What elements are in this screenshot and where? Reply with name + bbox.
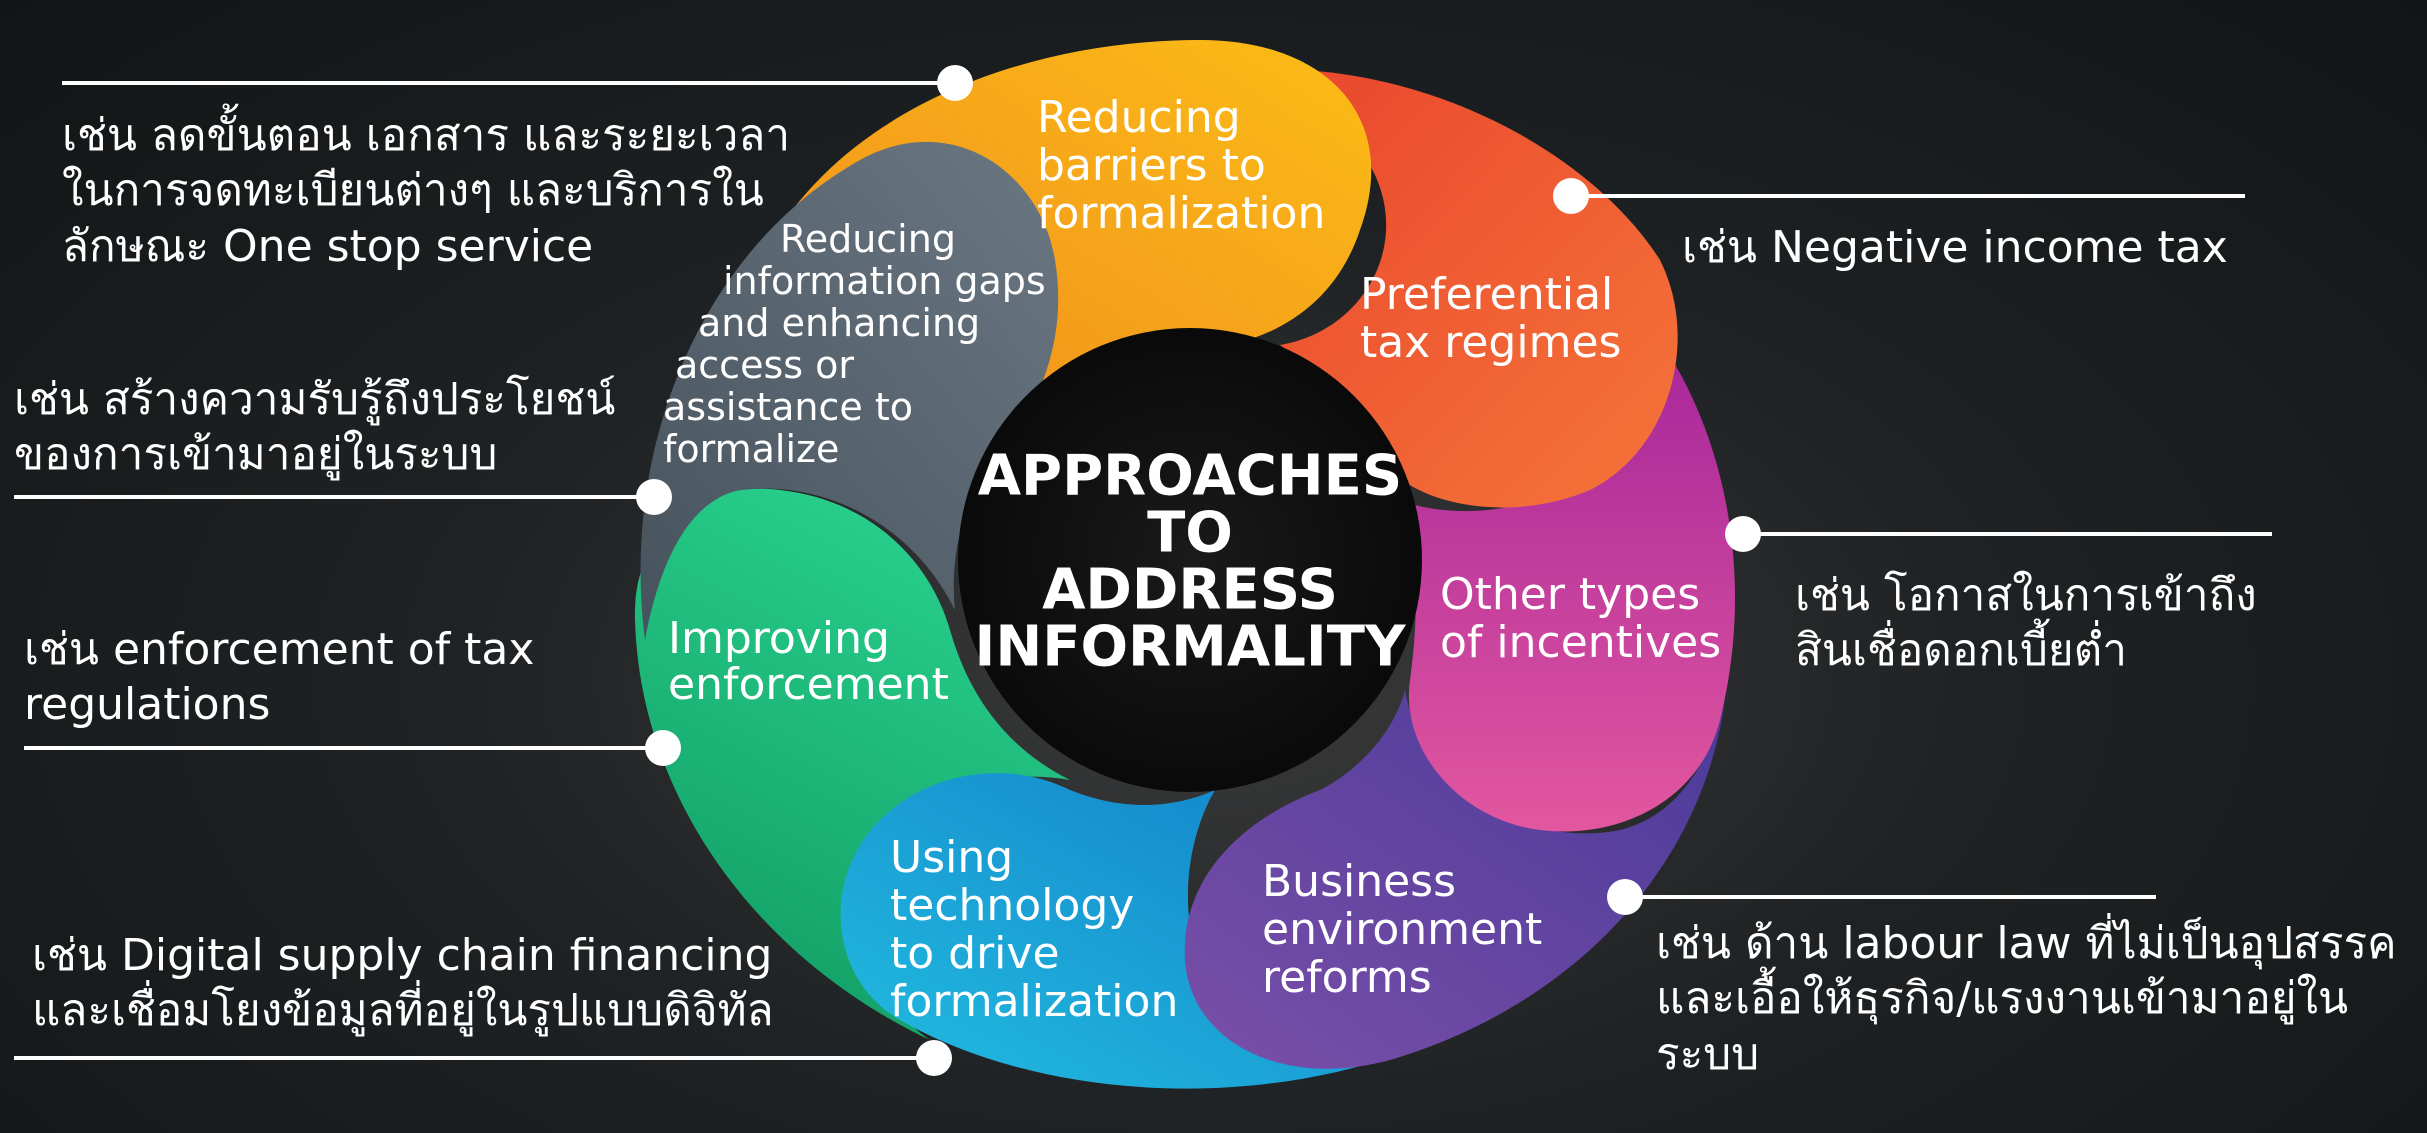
leader-lines: [14, 65, 2272, 1076]
leader-dot-one-stop: [937, 65, 973, 101]
leader-dot-tax-enforcement: [645, 730, 681, 766]
center-title-line: ADDRESS: [1042, 558, 1338, 623]
label-line: Business: [1262, 856, 1456, 907]
label-line: of incentives: [1440, 617, 1721, 668]
note-tax-enforcement: เช่น enforcement of tax regulations: [24, 624, 535, 731]
label-line: formalization: [890, 976, 1178, 1027]
petal-business-environment: [1184, 690, 1725, 1069]
note-one-stop: เช่น ลดขั้นตอน เอกสาร และระยะเวลา ในการจ…: [62, 110, 791, 272]
label-line: access or: [675, 343, 854, 387]
label-line: and enhancing: [698, 301, 980, 345]
label-line: Other types: [1440, 569, 1700, 620]
note-negative-income-tax: เช่น Negative income tax: [1682, 222, 2228, 273]
leader-dot-negative-income-tax: [1553, 178, 1589, 214]
leader-dot-low-interest-credit: [1725, 516, 1761, 552]
label-line: Preferential: [1360, 269, 1613, 320]
label-line: to drive: [890, 928, 1060, 979]
petals-group: [634, 40, 1735, 1089]
petal-using-technology: [840, 773, 1410, 1089]
label-line: enforcement: [668, 659, 949, 710]
note-awareness: เช่น สร้างความรับรู้ถึงประโยชน์ ของการเข…: [14, 374, 616, 481]
center-title-line: APPROACHES: [978, 444, 1403, 509]
label-line: Using: [890, 832, 1013, 883]
note-low-interest-credit: เช่น โอกาสในการเข้าถึง สินเชื่อดอกเบี้ยต…: [1795, 570, 2257, 677]
label-line: Reducing: [780, 217, 956, 261]
note-labour-law: เช่น ด้าน labour law ที่ไม่เป็นอุปสรรค แ…: [1656, 918, 2397, 1080]
label-line: tax regimes: [1360, 317, 1621, 368]
label-line: Reducing: [1037, 92, 1241, 143]
petal-improving-enforcement: [634, 488, 1070, 1040]
label-line: formalize: [663, 427, 839, 471]
note-digital-supply-chain: เช่น Digital supply chain financing และเ…: [32, 930, 774, 1037]
label-line: formalization: [1037, 188, 1325, 239]
leader-dot-awareness: [636, 479, 672, 515]
petal-reducing-information-gaps: [640, 141, 1059, 640]
label-line: reforms: [1262, 952, 1432, 1003]
center-title-line: INFORMALITY: [974, 615, 1406, 680]
leader-dot-labour-law: [1607, 879, 1643, 915]
label-line: assistance to: [663, 385, 913, 429]
center-hub: [958, 328, 1422, 792]
leader-dot-digital-supply-chain: [916, 1040, 952, 1076]
label-line: technology: [890, 880, 1134, 931]
center-title-line: TO: [1147, 501, 1233, 566]
label-line: information gaps: [723, 259, 1046, 303]
label-line: barriers to: [1037, 140, 1266, 191]
label-line: Improving: [668, 613, 890, 664]
label-line: environment: [1262, 904, 1542, 955]
